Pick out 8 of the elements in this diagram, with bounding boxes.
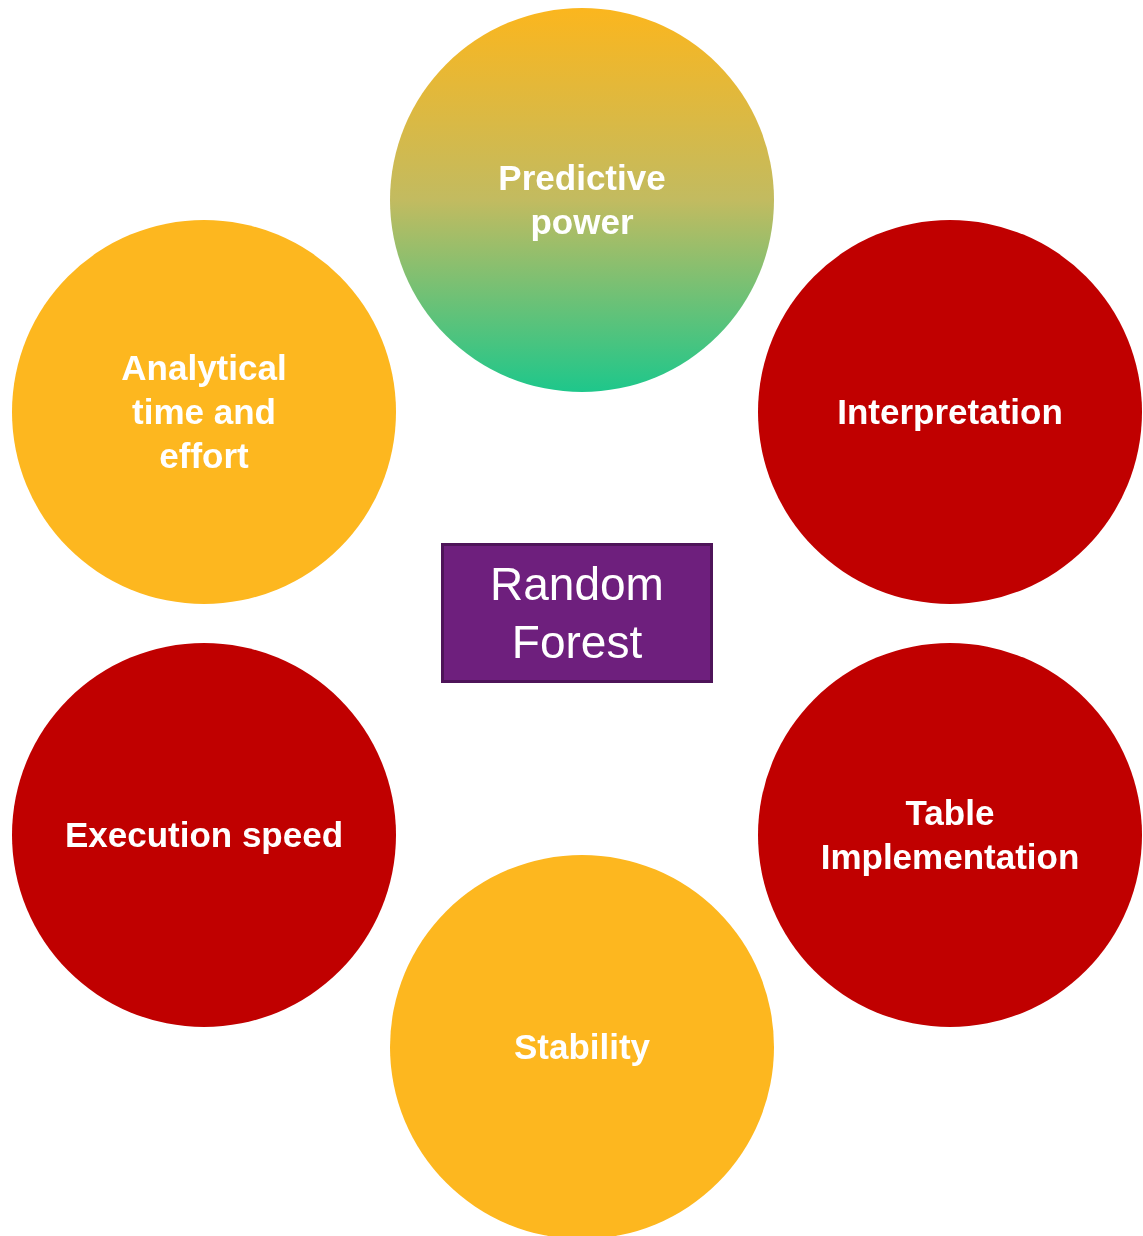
circle-label: Predictive power (497, 157, 667, 243)
circle-label: Execution speed (64, 814, 344, 856)
center-box (441, 543, 713, 683)
center-label: Random Forest (489, 557, 665, 670)
circle-label: Interpretation (837, 391, 1063, 433)
circle-label: Analytical time and effort (120, 347, 288, 477)
circle-label: Stability (513, 1026, 651, 1068)
circle-label: Table Implementation (819, 792, 1081, 878)
